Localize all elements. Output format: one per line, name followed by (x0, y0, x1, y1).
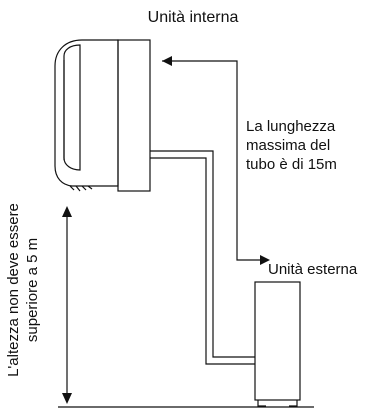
pipe-length-label-line2: massima del (246, 137, 330, 154)
pipe-length-label-line3: tubo è di 15m (246, 156, 337, 173)
indoor-unit-label: Unità interna (148, 9, 239, 26)
pipe-length-label-line1: La lunghezza (246, 118, 336, 135)
outdoor-unit-label: Unità esterna (268, 261, 358, 278)
outdoor-unit (254, 281, 301, 407)
height-label-line2: superiore a 5 m (24, 238, 41, 342)
refrigerant-pipe (150, 150, 255, 365)
pipe-length-arrow (162, 56, 270, 265)
indoor-unit (54, 39, 151, 192)
height-arrow (62, 206, 72, 404)
height-label-line1: L'altezza non deve essere (5, 203, 22, 377)
